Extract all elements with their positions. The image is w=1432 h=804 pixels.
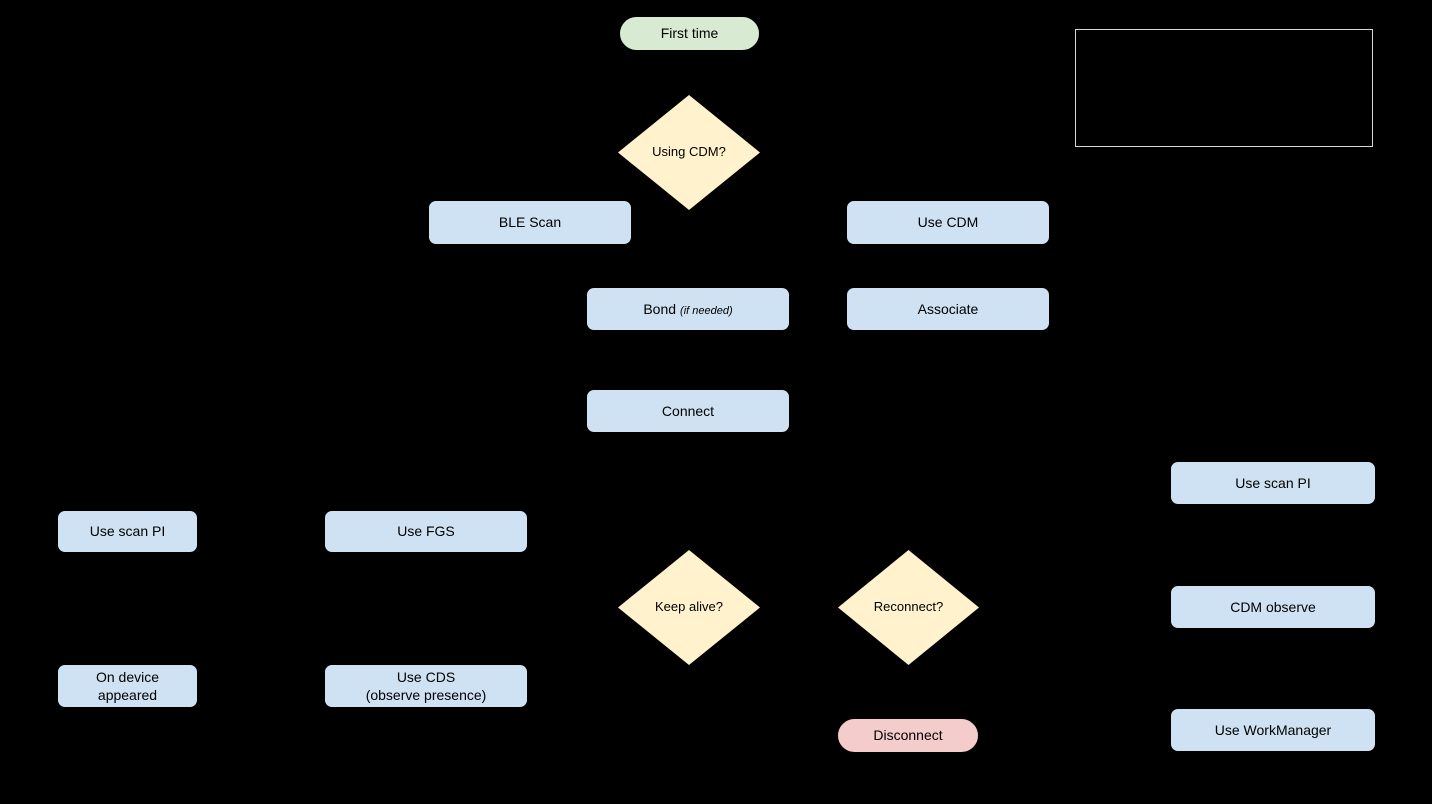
node-process-connect: Connect — [586, 389, 790, 433]
node-decision-keep-alive: Keep alive? — [618, 550, 760, 665]
node-label: Use scan PI — [1235, 474, 1311, 491]
node-process-use-fgs: Use FGS — [324, 510, 528, 553]
node-end-disconnect: Disconnect — [837, 718, 979, 753]
node-label: Keep alive? — [655, 599, 723, 615]
node-label: Disconnect — [873, 727, 943, 744]
node-label: Connect — [661, 402, 715, 419]
node-label-line2: appeared — [97, 687, 158, 703]
node-label: Using CDM? — [652, 144, 726, 160]
node-label-main: Bond — [643, 300, 677, 317]
node-label-line2: (observe presence) — [365, 687, 487, 703]
node-label: Use scan PI — [89, 523, 166, 540]
node-label-line1: Use CDS — [396, 668, 456, 685]
node-process-associate: Associate — [846, 287, 1050, 331]
node-label: On device appeared — [96, 668, 159, 704]
node-process-cdm-observe: CDM observe — [1170, 585, 1376, 629]
node-decision-using-cdm: Using CDM? — [618, 95, 760, 210]
node-decision-reconnect: Reconnect? — [838, 550, 979, 665]
node-label: BLE Scan — [498, 214, 562, 231]
node-label: Reconnect? — [873, 599, 944, 615]
node-process-use-workmanager: Use WorkManager — [1170, 708, 1376, 752]
node-label: Use WorkManager — [1214, 721, 1332, 738]
node-label: First time — [660, 25, 719, 42]
node-label: Use CDM — [917, 214, 979, 231]
node-process-use-scan-pi-left: Use scan PI — [57, 510, 198, 553]
node-label: Use FGS — [397, 523, 455, 540]
node-label-line1: On device — [95, 668, 160, 685]
node-start-first-time: First time — [619, 16, 760, 51]
node-label-note: (if needed) — [680, 304, 733, 317]
node-label: Use CDS (observe presence) — [366, 668, 487, 704]
node-process-use-cds: Use CDS (observe presence) — [324, 664, 528, 708]
node-label: Bond(if needed) — [643, 300, 732, 318]
node-label: Associate — [917, 300, 979, 317]
node-label: CDM observe — [1230, 598, 1316, 615]
node-process-bond: Bond(if needed) — [586, 287, 790, 331]
node-process-ble-scan: BLE Scan — [428, 200, 632, 245]
node-process-on-device-appeared: On device appeared — [57, 664, 198, 708]
node-process-use-scan-pi-right: Use scan PI — [1170, 461, 1376, 505]
node-process-use-cdm: Use CDM — [846, 200, 1050, 245]
legend-box — [1075, 29, 1373, 147]
